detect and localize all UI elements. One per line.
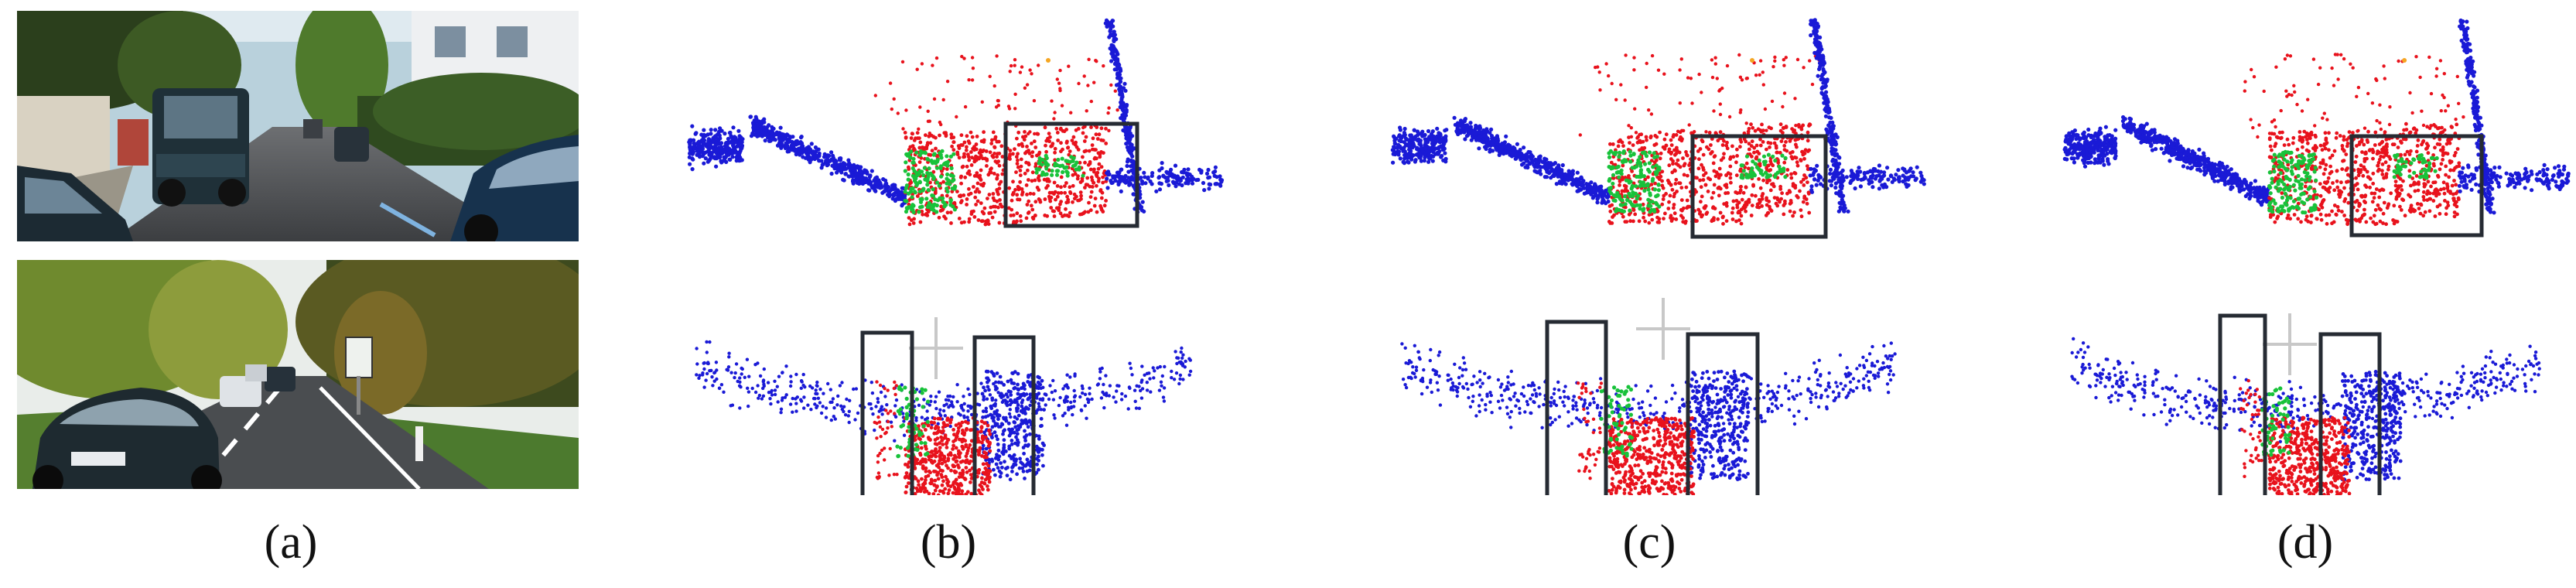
point-cloud-top-d [2050, 0, 2576, 255]
point-cloud-top-b [673, 0, 1230, 255]
point-cloud-top-c [1377, 0, 1934, 255]
bounding-box [860, 330, 914, 495]
bounding-box [972, 335, 1036, 495]
street-photo-top [17, 11, 579, 241]
bounding-box [2349, 134, 2484, 238]
bounding-box [2218, 313, 2267, 495]
bounding-box [2318, 332, 2382, 495]
road-photo-bottom [17, 260, 579, 489]
bounding-box [1690, 134, 1828, 239]
point-cloud-bottom-b [673, 263, 1230, 495]
caption-d: (d) [2277, 516, 2334, 569]
bounding-box [1003, 121, 1139, 228]
bounding-box [1545, 320, 1608, 495]
caption-c: (c) [1622, 516, 1676, 569]
caption-a: (a) [264, 516, 318, 569]
caption-b: (b) [920, 516, 977, 569]
point-cloud-bottom-c [1377, 263, 1934, 495]
point-cloud-bottom-d [2050, 263, 2576, 495]
bounding-box [1686, 332, 1760, 495]
